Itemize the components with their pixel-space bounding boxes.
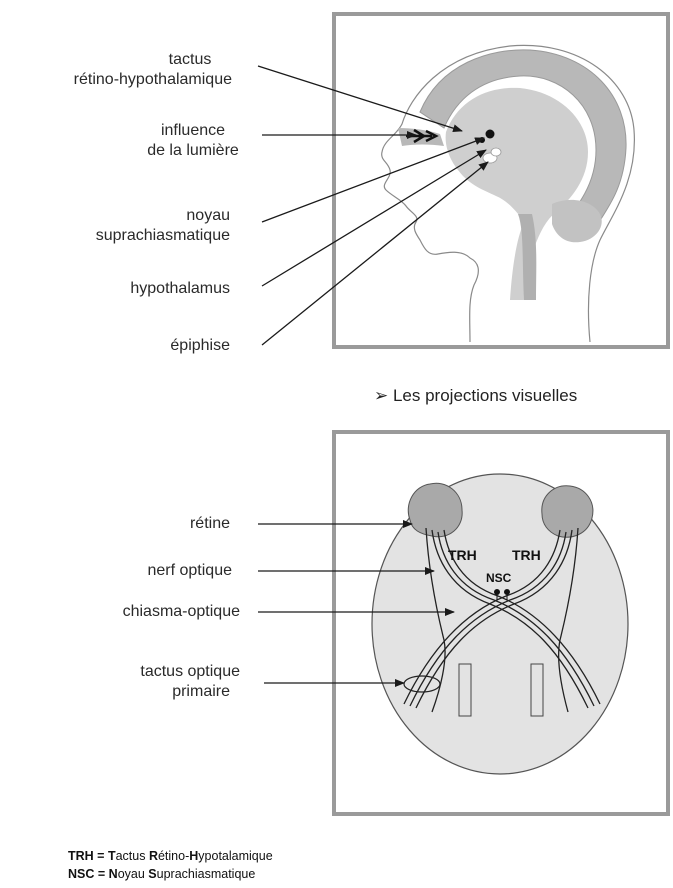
label-noyau-line1: noyau [44, 206, 230, 226]
label-influence: influence de la lumière [128, 121, 258, 161]
label-tactus-line2: rétino-hypothalamique [0, 70, 232, 90]
legend-nsc-p2: S [148, 867, 156, 881]
legend-trh-p2: R [149, 849, 158, 863]
legend-trh-abbr: TRH [68, 849, 94, 863]
legend-trh-r1: actus [116, 849, 149, 863]
label-tractus: tactus optique primaire [60, 662, 240, 702]
label-influence-line1: influence [128, 121, 258, 141]
legend-trh-r3: ypotalamique [198, 849, 272, 863]
label-epiphise: épiphise [130, 336, 230, 356]
legend-trh: TRH = Tactus Rétino-Hypotalamique [68, 848, 273, 864]
label-nerf: nerf optique [80, 561, 232, 581]
label-tractus-line1: tactus optique [60, 662, 240, 682]
legend-trh-p1: T [108, 849, 116, 863]
legend-trh-r2: étino- [158, 849, 189, 863]
label-retine: rétine [120, 514, 230, 534]
label-chiasma: chiasma-optique [60, 602, 240, 622]
suprachiasmatic-nucleus-dot [486, 130, 495, 139]
legend-nsc-p1: N [109, 867, 118, 881]
label-trh-right: TRH [512, 545, 541, 565]
label-noyau: noyau suprachiasmatique [44, 206, 258, 246]
caption: ➢ Les projections visuelles [374, 386, 577, 406]
legend-nsc-eq: = [94, 867, 108, 881]
label-tractus-line2: primaire [60, 682, 230, 702]
label-trh-left: TRH [448, 545, 477, 565]
label-nsc: NSC [486, 568, 511, 588]
legend-trh-eq: = [94, 849, 108, 863]
legend-nsc-r1: oyau [118, 867, 149, 881]
right-eye [542, 486, 593, 537]
left-eye [408, 483, 462, 537]
legend-nsc-r2: uprachiasmatique [157, 867, 256, 881]
legend-nsc: NSC = Noyau Suprachiasmatique [68, 866, 255, 882]
legend-nsc-abbr: NSC [68, 867, 94, 881]
label-tactus: tactus rétino-hypothalamique [0, 50, 262, 90]
label-influence-line2: de la lumière [128, 141, 258, 161]
label-hypothalamus: hypothalamus [98, 279, 230, 299]
label-noyau-line2: suprachiasmatique [44, 226, 230, 246]
label-tactus-line1: tactus [120, 50, 260, 70]
legend-trh-p3: H [189, 849, 198, 863]
